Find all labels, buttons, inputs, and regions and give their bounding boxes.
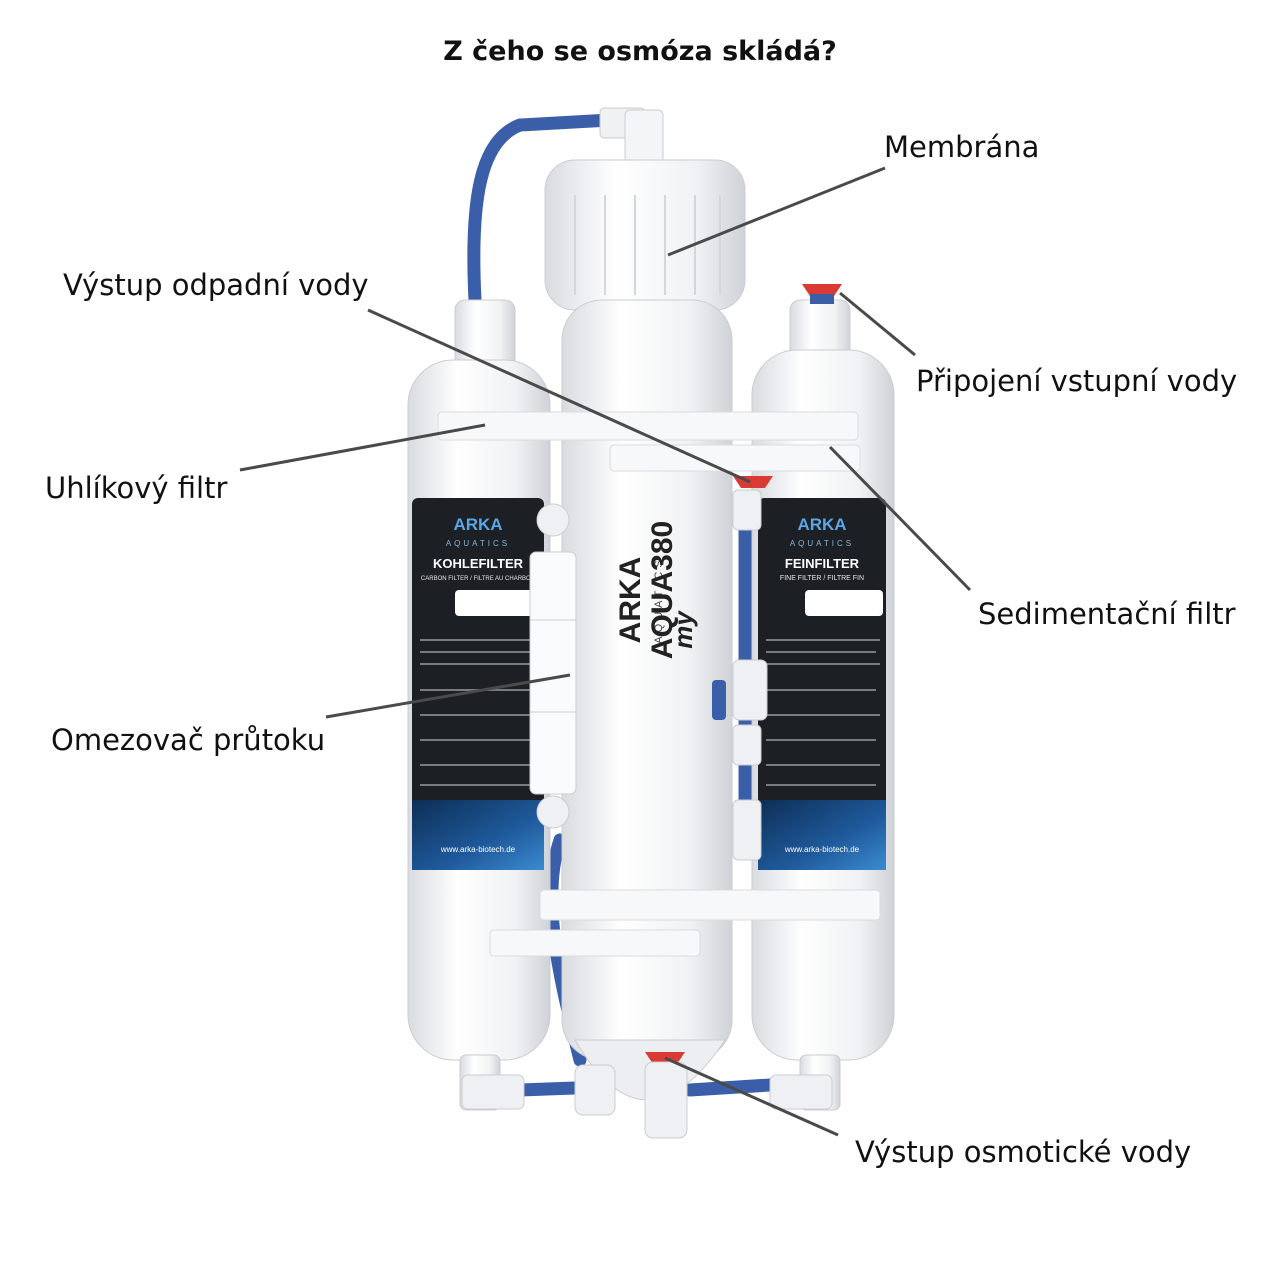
label-sedimentacni-filtr: Sedimentační filtr [978, 597, 1236, 631]
label-pripojeni-vstupni-vody: Připojení vstupní vody [916, 364, 1238, 398]
diagram-title: Z čeho se osmóza skládá? [443, 36, 837, 67]
membrane-model-prefix: my [668, 610, 698, 649]
sediment-filter-label: ARKA AQUATICS FEINFILTER FINE FILTER / F… [758, 498, 886, 870]
sediment-filter-website: www.arka-biotech.de [784, 845, 860, 854]
label-vystup-osmoticke-vody: Výstup osmotické vody [855, 1135, 1192, 1169]
sediment-filter-product: FEINFILTER [785, 556, 860, 571]
carbon-filter-product: KOHLEFILTER [433, 556, 524, 571]
carbon-filter-label: ARKA AQUATICS KOHLEFILTER CARBON FILTER … [412, 498, 544, 870]
waste-valve-assembly [712, 489, 768, 861]
brand-logo-right: ARKA [797, 515, 846, 534]
brand-logo-left: ARKA [453, 515, 502, 534]
label-omezovac-prutoku: Omezovač průtoku [51, 723, 326, 757]
label-vystup-odpadni-vody: Výstup odpadní vody [63, 268, 369, 302]
label-membrana: Membrána [884, 130, 1040, 164]
brand-sub-right: AQUATICS [790, 539, 854, 548]
sediment-filter-subtitle: FINE FILTER / FILTRE FIN [780, 575, 864, 582]
membrane-brand-sub: AQUATICS [653, 556, 665, 643]
brand-sub-left: AQUATICS [446, 539, 510, 548]
flow-restrictor [529, 503, 577, 829]
carbon-filter-subtitle: CARBON FILTER / FILTRE AU CHARBON [421, 576, 535, 582]
bottom-fittings [461, 1061, 833, 1139]
membrane-model: AQUA380 [646, 521, 679, 659]
label-uhlikovy-filtr: Uhlíkový filtr [45, 471, 228, 505]
carbon-filter-website: www.arka-biotech.de [440, 845, 516, 854]
membrane-housing [544, 159, 746, 1101]
membrane-branding: ARKA AQUATICS my [614, 556, 698, 649]
mounting-brackets [437, 411, 881, 957]
membrane-brand: ARKA [614, 557, 647, 644]
leader-lines [239, 166, 972, 1137]
